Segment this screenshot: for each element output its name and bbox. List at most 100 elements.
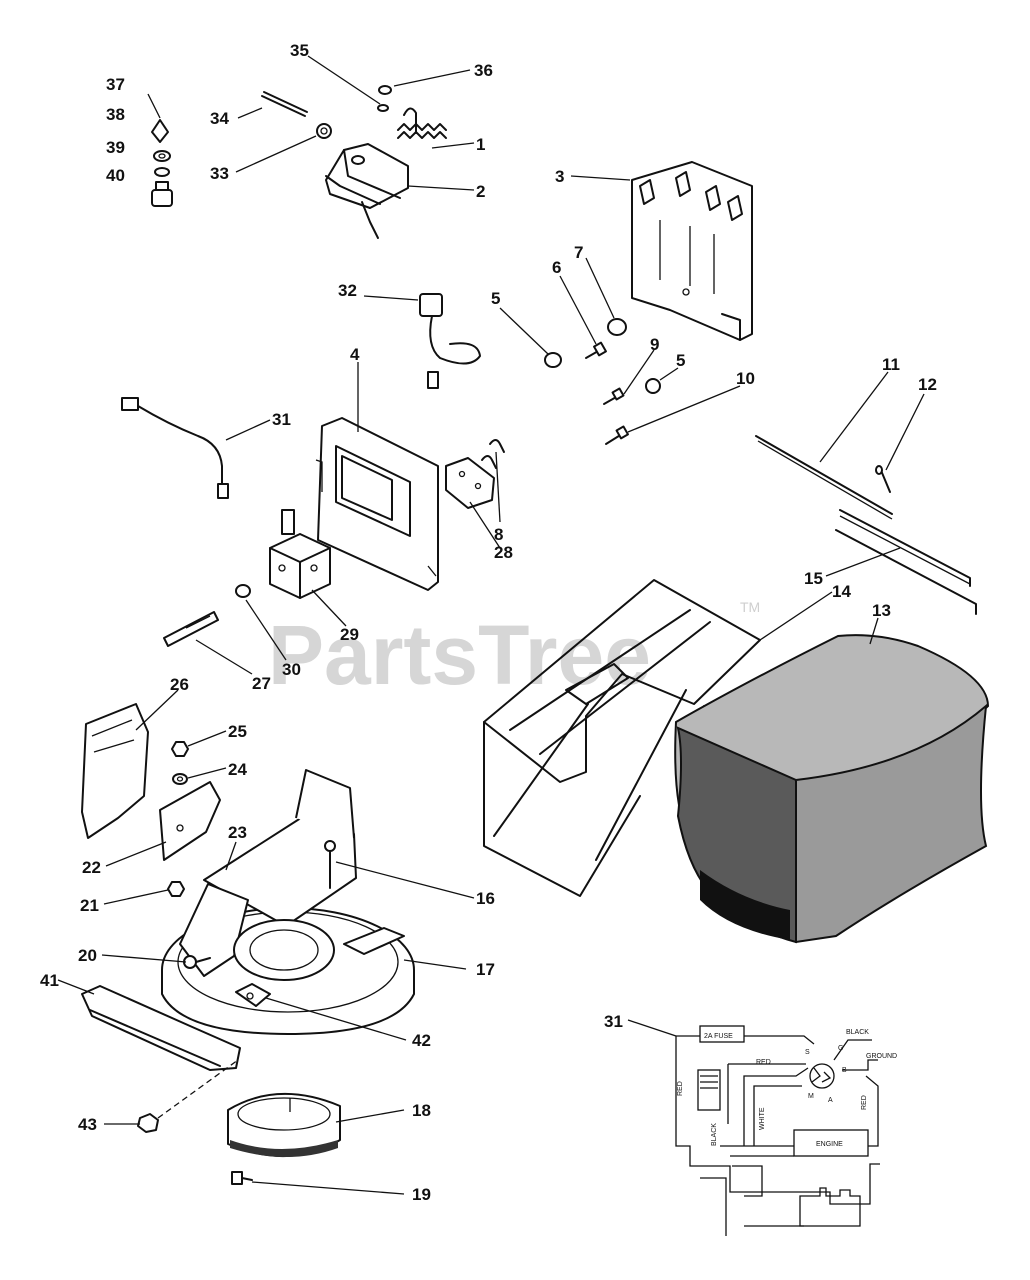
part-9-screw xyxy=(603,387,625,405)
callout-37: 37 xyxy=(106,75,125,94)
watermark-tm: TM xyxy=(740,599,760,615)
part-3-plate xyxy=(631,161,753,341)
part-41-bracket xyxy=(81,985,241,1071)
callout-22: 22 xyxy=(82,858,101,877)
callout-13: 13 xyxy=(872,601,891,620)
callout-27: 27 xyxy=(252,674,271,693)
part-8-clip xyxy=(481,439,505,469)
part-34-rod xyxy=(261,91,308,117)
engine-label: ENGINE xyxy=(816,1141,843,1148)
callout-34: 34 xyxy=(210,109,229,128)
part-6-screw xyxy=(585,341,607,359)
watermark-text: PartsTree xyxy=(268,608,651,702)
callout-18: 18 xyxy=(412,1101,431,1120)
part-27-clip xyxy=(163,611,219,647)
part-1-spring xyxy=(397,107,447,139)
callout-16: 16 xyxy=(476,889,495,908)
part-21-nut xyxy=(167,881,185,897)
callout-9: 9 xyxy=(650,335,659,354)
mower-deck xyxy=(161,769,415,1035)
callout-25: 25 xyxy=(228,722,247,741)
callout-10: 10 xyxy=(736,369,755,388)
part-11-rod xyxy=(755,435,893,520)
callout-36: 36 xyxy=(474,61,493,80)
part-24-washer xyxy=(172,773,188,785)
part-35-36-hardware xyxy=(377,85,392,112)
wire-ground: GROUND xyxy=(866,1053,897,1060)
part-19-screw xyxy=(231,1171,253,1185)
part-4-panel xyxy=(315,417,439,591)
terminal-g: G xyxy=(838,1045,843,1052)
callout-33: 33 xyxy=(210,164,229,183)
wire-red-top: RED xyxy=(756,1059,771,1066)
callout-32: 32 xyxy=(338,281,357,300)
watermark: PartsTree TM xyxy=(268,599,760,702)
wire-black-left: BLACK xyxy=(711,1123,718,1146)
wire-black: BLACK xyxy=(846,1029,869,1036)
part-29-block xyxy=(269,509,331,599)
callout-15: 15 xyxy=(804,569,823,588)
part-26-shield xyxy=(81,703,149,839)
callout-29: 29 xyxy=(340,625,359,644)
part-10-screw xyxy=(605,425,629,445)
part-28-plate xyxy=(445,457,495,509)
callout-2: 2 xyxy=(476,182,485,201)
callout-43: 43 xyxy=(78,1115,97,1134)
part-18-ring xyxy=(227,1093,341,1157)
callout-30: 30 xyxy=(282,660,301,679)
callout-40: 40 xyxy=(106,166,125,185)
terminal-s: S xyxy=(805,1049,810,1056)
callout-31: 31 xyxy=(272,410,291,429)
callout-4: 4 xyxy=(350,345,360,364)
wiring-schematic: 2A FUSE S M G B A BLACK GROUND RED RED B… xyxy=(675,1025,897,1236)
part-5-knob xyxy=(544,352,562,368)
callout-5b: 5 xyxy=(676,351,685,370)
callout-7: 7 xyxy=(574,243,583,262)
terminal-m: M xyxy=(808,1093,814,1100)
fuse-label: 2A FUSE xyxy=(704,1033,733,1040)
callout-26: 26 xyxy=(170,675,189,694)
part-7-cap xyxy=(607,318,627,336)
callout-8: 8 xyxy=(494,525,503,544)
callout-42: 42 xyxy=(412,1031,431,1050)
part-12-pin xyxy=(875,465,891,493)
callout-21: 21 xyxy=(80,896,99,915)
part-13-grass-bag xyxy=(674,634,990,944)
callout-labels: 1 2 3 4 5 5 6 7 8 9 10 11 12 13 14 15 16… xyxy=(40,41,937,1204)
callout-24: 24 xyxy=(228,760,247,779)
part-22-plate xyxy=(159,781,221,861)
callout-11: 11 xyxy=(882,355,900,374)
callout-3: 3 xyxy=(555,167,564,186)
callout-5a: 5 xyxy=(491,289,500,308)
part-2-bracket xyxy=(325,143,409,239)
part-15-rails xyxy=(835,509,977,615)
callout-1: 1 xyxy=(476,135,485,154)
callout-17: 17 xyxy=(476,960,495,979)
callout-35: 35 xyxy=(290,41,309,60)
callout-38: 38 xyxy=(106,105,125,124)
callout-6: 6 xyxy=(552,258,561,277)
wire-red-right: RED xyxy=(861,1095,868,1110)
terminal-a: A xyxy=(828,1097,833,1104)
callout-20: 20 xyxy=(78,946,97,965)
part-43-nut xyxy=(137,1113,159,1133)
parts-37-40-knob-stack xyxy=(151,119,173,207)
callout-12: 12 xyxy=(918,375,937,394)
part-25-nut xyxy=(171,741,189,757)
part-5-knob-b xyxy=(645,378,661,394)
callout-28: 28 xyxy=(494,543,513,562)
callout-31-schematic: 31 xyxy=(604,1012,623,1031)
leader-lines xyxy=(57,55,925,1195)
part-30-grommet xyxy=(235,584,251,598)
callout-41: 41 xyxy=(40,971,59,990)
wire-white: WHITE xyxy=(759,1107,766,1130)
callout-23: 23 xyxy=(228,823,247,842)
callout-14: 14 xyxy=(832,582,851,601)
part-33-bushing xyxy=(316,123,332,139)
part-32-switch xyxy=(419,293,481,389)
callout-19: 19 xyxy=(412,1185,431,1204)
part-31-harness xyxy=(121,397,229,499)
wire-red-left: RED xyxy=(677,1081,684,1096)
callout-39: 39 xyxy=(106,138,125,157)
